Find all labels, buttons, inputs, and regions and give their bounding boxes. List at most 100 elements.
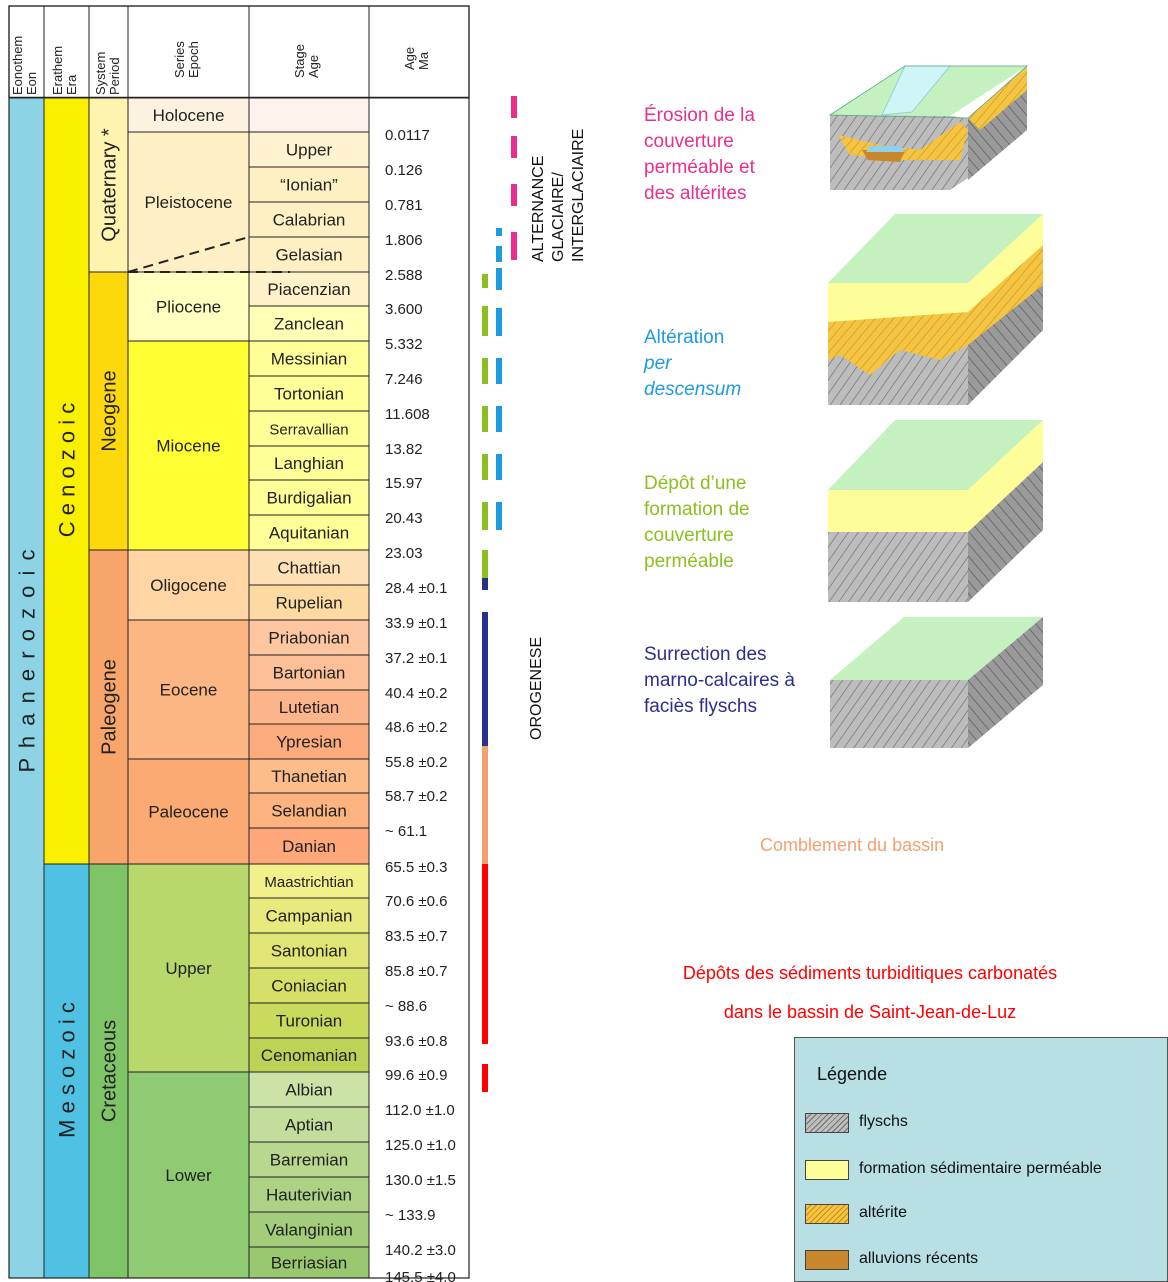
glaciaire-line-1: ALTERNANCE [530, 156, 547, 262]
era-label: M e s o z o i c [55, 1002, 80, 1138]
stage-label: Selandian [271, 802, 347, 821]
stage-label: Cenomanian [261, 1046, 357, 1065]
stage-cell [248, 305, 370, 342]
quaternary-boundary-dash [127, 236, 250, 273]
epoch-label: Paleocene [148, 803, 228, 822]
stage-label: Bartonian [273, 664, 346, 683]
age-value: 20.43 [385, 510, 423, 527]
header-era: ErathemEra [50, 46, 79, 95]
epoch-label: Oligocene [150, 576, 227, 595]
age-value: 112.0 ±1.0 [385, 1102, 455, 1119]
period-cell [88, 549, 129, 865]
stage-label: Aptian [285, 1116, 333, 1135]
age-value: 83.5 ±0.7 [385, 928, 447, 945]
header-system-word-2: Period [107, 57, 122, 95]
header-stage: StageAge [292, 44, 321, 78]
stage-cell [248, 1106, 370, 1143]
stage-cell [248, 758, 370, 794]
range-bars [482, 96, 517, 1092]
header-age-word-1: Age [402, 47, 417, 70]
epoch-cell [127, 619, 250, 760]
stage-label: Turonian [276, 1012, 342, 1031]
period-label: Neogene [99, 370, 121, 451]
age-value: 0.0117 [385, 127, 430, 144]
stage-cell [248, 584, 370, 621]
stage-cell [248, 445, 370, 481]
glaciaire-label: ALTERNANCE GLACIAIRE/ INTERGLACIAIRE [530, 129, 587, 262]
stage-cell [248, 967, 370, 1004]
header-series-word-1: Series [172, 41, 187, 78]
stage-label: Langhian [274, 454, 344, 473]
stage-label: Barremian [270, 1151, 348, 1170]
eon-cell [8, 97, 45, 1279]
age-value: 11.608 [385, 406, 430, 423]
era-label: C e n o z o i c [55, 403, 80, 538]
stage-cell [248, 689, 370, 725]
stage-label: Ypresian [276, 733, 342, 752]
age-value: 58.7 ±0.2 [385, 788, 447, 805]
age-value: 40.4 ±0.2 [385, 685, 447, 702]
age-value: 65.5 ±0.3 [385, 859, 447, 876]
stage-label: Priabonian [268, 629, 349, 648]
time-scale-header: EonothemEon ErathemEra SystemPeriod Seri… [8, 5, 470, 100]
age-value: 145.5 ±4.0 [385, 1269, 456, 1282]
stage-label: Calabrian [273, 211, 346, 230]
stage-cell [248, 1246, 370, 1279]
period-label: Paleogene [99, 659, 121, 755]
epoch-cell [127, 1071, 250, 1279]
epoch-label: Holocene [153, 106, 225, 125]
stage-label: Zanclean [274, 315, 344, 334]
age-value: ~ 61.1 [385, 823, 427, 840]
stage-cell [248, 827, 370, 865]
stage-label: Santonian [271, 942, 348, 961]
age-value: 1.806 [385, 232, 423, 249]
period-cell [88, 271, 129, 551]
stage-cell [248, 514, 370, 551]
stage-label: “Ionian” [280, 176, 338, 195]
time-scale-table: P h a n e r o z o i c C e n o z o i c M e … [8, 5, 470, 1282]
age-value: 3.600 [385, 301, 423, 318]
orogenese-label: OROGENESE [528, 637, 545, 740]
era-cell [43, 97, 90, 865]
epoch-label: Pliocene [156, 298, 221, 317]
header-eon-word-2: Eon [24, 72, 39, 95]
stage-cell [248, 1141, 370, 1178]
age-value: ~ 88.6 [385, 998, 427, 1015]
age-value: 85.8 ±0.7 [385, 963, 447, 980]
age-value: 140.2 ±3.0 [385, 1242, 456, 1259]
stage-label: Danian [282, 837, 336, 856]
stage-label: Thanetian [271, 767, 347, 786]
stage-label: Messinian [271, 350, 348, 369]
block-diagram-surrection [830, 617, 1043, 748]
block-diagram-erosion [828, 65, 1029, 190]
stage-label: Upper [286, 141, 333, 160]
stage-cell [248, 897, 370, 934]
age-value: 2.588 [385, 267, 423, 284]
header-stage-word-1: Stage [292, 44, 307, 78]
age-value: 0.126 [385, 162, 423, 179]
stage-cell [248, 97, 370, 133]
age-value: 7.246 [385, 371, 423, 388]
header-eon-word-1: Eonothem [10, 36, 25, 95]
stage-label: Serravallian [269, 422, 348, 439]
age-value: 70.6 ±0.6 [385, 893, 447, 910]
epoch-label: Pleistocene [145, 193, 233, 212]
glaciaire-line-2: GLACIAIRE/ [550, 172, 567, 262]
stage-label: Aquitanian [269, 524, 349, 543]
header-age-word-2: Ma [416, 51, 431, 70]
age-value: 13.82 [385, 441, 423, 458]
header-system-word-1: System [93, 52, 108, 95]
stage-label: Coniacian [271, 977, 347, 996]
age-column [368, 97, 470, 1279]
age-value: 23.03 [385, 545, 423, 562]
period-cell [88, 863, 129, 1279]
stage-cell [248, 1037, 370, 1073]
header-era-word-1: Erathem [50, 46, 65, 95]
epoch-label: Upper [165, 959, 212, 978]
stage-label: Hauterivian [266, 1186, 352, 1205]
stage-label: Burdigalian [266, 489, 351, 508]
age-value: 33.9 ±0.1 [385, 615, 447, 632]
epoch-cell [127, 549, 250, 621]
table-frame [8, 5, 470, 1279]
eon-label: P h a n e r o z o i c [15, 547, 40, 772]
